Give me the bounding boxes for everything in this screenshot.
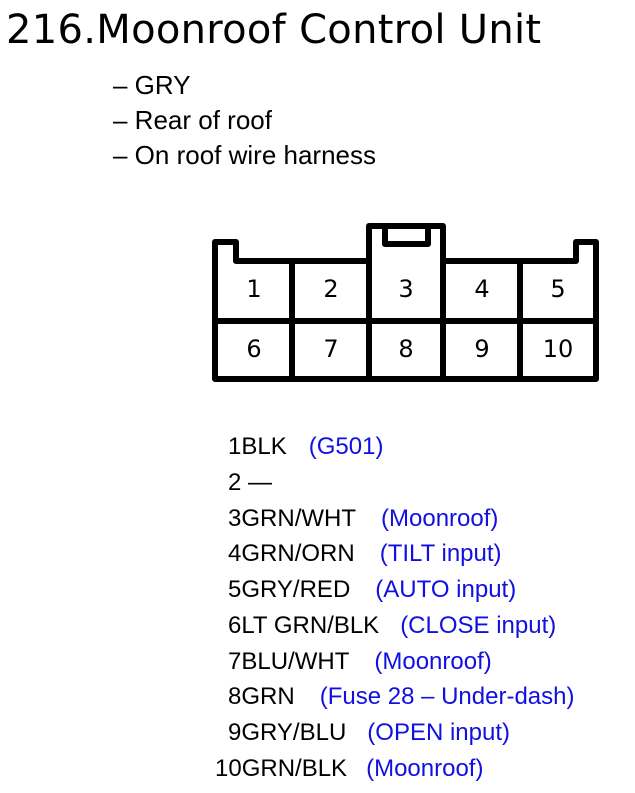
pin-description: (Moonroof) <box>381 505 499 532</box>
note-harness: – On roof wire harness <box>113 140 377 170</box>
pin-number: 4 <box>228 540 242 567</box>
pinout-row: 6LT GRN/BLK (CLOSE input) <box>228 611 556 641</box>
cavity-6: 6 <box>246 335 261 363</box>
wire-color: GRN/BLK <box>241 755 348 782</box>
wire-color: GRN <box>241 683 295 710</box>
wire-color: BLK <box>241 433 287 460</box>
pin-number: 10 <box>215 755 242 782</box>
pinout-row: 2 — <box>228 468 272 498</box>
pinout-row: 7BLU/WHT (Moonroof) <box>228 647 492 677</box>
pin-number: 6 <box>228 612 242 639</box>
wire-color: GRN/WHT <box>241 505 357 532</box>
pin-description: (AUTO input) <box>375 576 517 603</box>
pin-number: 1 <box>228 433 242 460</box>
pin-number: 2 <box>228 469 242 496</box>
pin-description: (TILT input) <box>379 540 502 567</box>
page-title: 216.Moonroof Control Unit <box>6 7 542 53</box>
cavity-2: 2 <box>323 275 338 303</box>
latch-slot <box>382 223 431 247</box>
pin-description: (Moonroof) <box>366 755 484 782</box>
cavity-7: 7 <box>323 335 338 363</box>
wire-color: BLU/WHT <box>241 648 350 675</box>
pinout-row: 1BLK (G501) <box>228 432 383 462</box>
cavity-8: 8 <box>398 335 413 363</box>
note-color: – GRY <box>113 70 191 100</box>
pin-number: 7 <box>228 648 242 675</box>
pin-description: (Moonroof) <box>374 648 492 675</box>
pin-number: 8 <box>228 683 242 710</box>
wire-color: LT GRN/BLK <box>241 612 380 639</box>
cavity-3: 3 <box>398 275 413 303</box>
cavity-5: 5 <box>550 275 565 303</box>
connector-face-diagram: 1 2 3 4 5 6 7 8 9 10 <box>212 223 599 382</box>
cavity-4: 4 <box>474 275 489 303</box>
connector-outline <box>212 223 599 382</box>
wire-color: — <box>241 469 273 496</box>
cavity-10: 10 <box>543 335 574 363</box>
pin-number: 3 <box>228 505 242 532</box>
cavity-9: 9 <box>474 335 489 363</box>
wire-color: GRY/BLU <box>241 719 347 746</box>
pinout-row: 4GRN/ORN (TILT input) <box>228 539 502 569</box>
wire-color: GRN/ORN <box>241 540 355 567</box>
cavity-1: 1 <box>246 275 261 303</box>
pin-description: (G501) <box>308 433 384 460</box>
pinout-row: 10GRN/BLK (Moonroof) <box>215 754 483 784</box>
pin-description: (OPEN input) <box>367 719 511 746</box>
note-location: – Rear of roof <box>113 105 272 135</box>
pin-description: (Fuse 28 – Under-dash) <box>319 683 575 710</box>
pinout-row: 9GRY/BLU (OPEN input) <box>228 718 510 748</box>
connector-notes: – GRY – Rear of roof – On roof wire harn… <box>113 68 376 173</box>
pin-number: 5 <box>228 576 242 603</box>
pinout-row: 5GRY/RED (AUTO input) <box>228 575 516 605</box>
pin-description: (CLOSE input) <box>400 612 557 639</box>
pinout-row: 8GRN (Fuse 28 – Under-dash) <box>228 682 575 712</box>
pinout-row: 3GRN/WHT (Moonroof) <box>228 504 498 534</box>
pin-number: 9 <box>228 719 242 746</box>
wire-color: GRY/RED <box>241 576 351 603</box>
